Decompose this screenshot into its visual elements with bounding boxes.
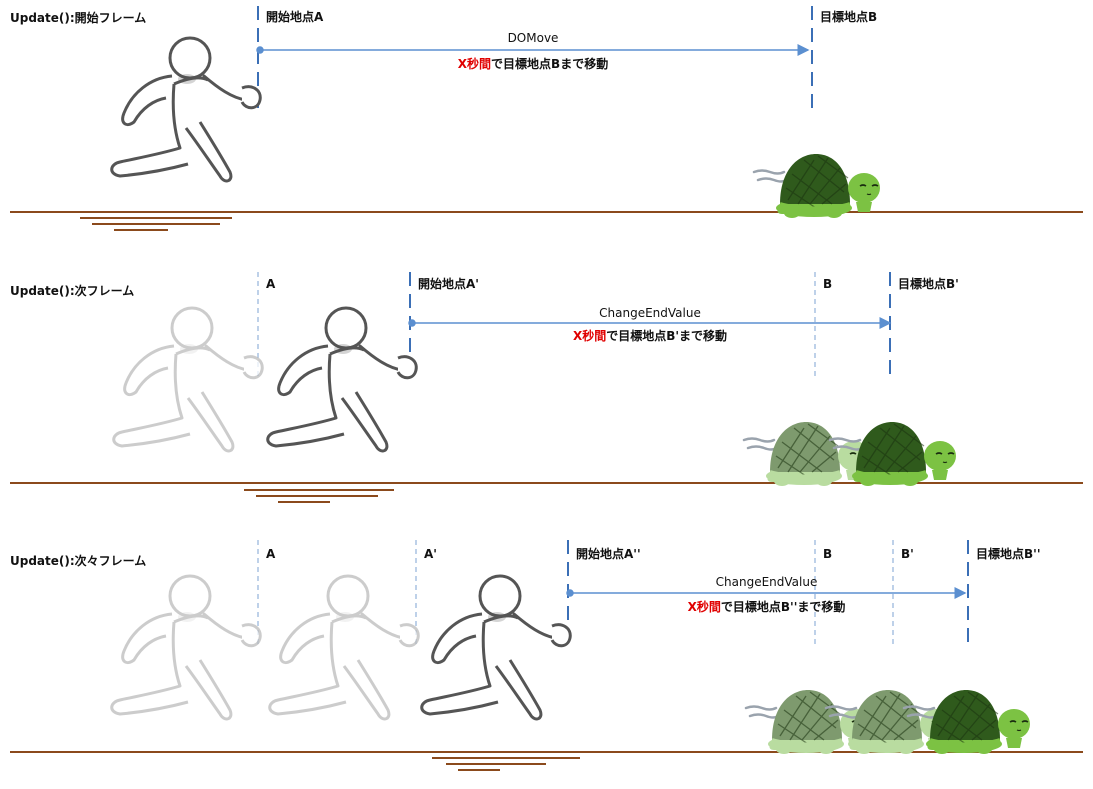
description-text: で目標地点B'まで移動 (606, 329, 728, 343)
frame-title: Update():次々フレーム (10, 554, 147, 568)
frame-title: Update():開始フレーム (10, 11, 147, 25)
duration-emphasis: X秒間 (457, 57, 492, 71)
frame-panel-1 (10, 6, 1083, 231)
running-person-icon (268, 574, 420, 721)
turtle-icon (774, 152, 882, 220)
marker-label: 目標地点B (820, 10, 878, 24)
motion-lines-icon (752, 169, 788, 183)
description-text: で目標地点B''まで移動 (720, 600, 846, 614)
turtle-icon (850, 420, 958, 488)
duration-emphasis: X秒間 (687, 600, 721, 614)
arrow-description: X秒間で目標地点B''まで移動 (688, 600, 846, 614)
arrow-description: X秒間で目標地点Bまで移動 (458, 57, 608, 71)
frame-panel-2 (10, 272, 1083, 503)
running-person-icon (110, 574, 262, 721)
marker-label: 開始地点A (266, 10, 324, 24)
duration-emphasis: X秒間 (572, 329, 607, 343)
marker-label: B' (901, 547, 914, 561)
running-person-icon (266, 306, 418, 453)
running-person-icon (420, 574, 572, 721)
arrow-description: X秒間で目標地点B'まで移動 (573, 329, 727, 343)
marker-label: A' (424, 547, 437, 561)
motion-lines-icon (744, 705, 780, 719)
description-text: で目標地点Bまで移動 (491, 57, 609, 71)
arrow-method-label: ChangeEndValue (599, 306, 701, 320)
marker-label: 目標地点B'' (976, 547, 1041, 561)
frame-panel-3 (10, 540, 1083, 771)
marker-label: A (266, 547, 276, 561)
frame-title: Update():次フレーム (10, 284, 135, 298)
marker-label: B (823, 547, 833, 561)
marker-label: 開始地点A' (418, 277, 479, 291)
motion-lines-icon (742, 437, 778, 451)
turtle-icon (924, 688, 1032, 756)
marker-label: 開始地点A'' (576, 547, 641, 561)
marker-label: B (823, 277, 833, 291)
marker-label: A (266, 277, 276, 291)
marker-label: 目標地点B' (898, 277, 959, 291)
running-person-icon (110, 36, 262, 183)
running-person-icon (112, 306, 264, 453)
arrow-method-label: DOMove (507, 31, 559, 45)
arrow-method-label: ChangeEndValue (715, 575, 818, 589)
